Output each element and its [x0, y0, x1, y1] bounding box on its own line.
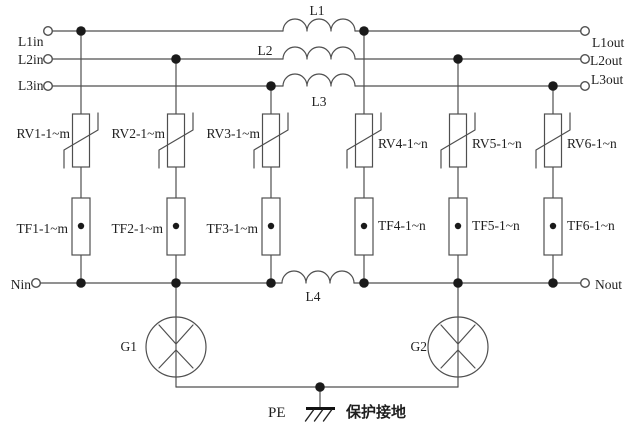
thermal-fuse-tf2-symbol	[166, 197, 186, 256]
thermal-fuse-tf1-label: TF1-1~m	[16, 221, 68, 236]
thermal-fuse-tf2-label: TF2-1~m	[111, 221, 163, 236]
varistor-rv1-symbol	[63, 112, 99, 169]
varistor-rv3-symbol	[253, 112, 289, 169]
thermal-fuse-tf4-symbol	[354, 197, 374, 256]
thermal-fuse-tf3-symbol	[261, 197, 281, 256]
gas-discharge-tube-g1-symbol	[145, 316, 207, 378]
inductor-l4-coil	[281, 270, 355, 284]
terminal-l1out-label: L1out	[592, 35, 624, 50]
thermal-fuse-tf1-symbol	[71, 197, 91, 256]
junction-dot	[266, 81, 276, 91]
junction-dot	[315, 382, 325, 392]
inductor-l1-coil	[282, 18, 356, 32]
junction-dot	[76, 26, 86, 36]
thermal-fuse-tf6-label: TF6-1~n	[567, 218, 615, 233]
pe-label: PE	[268, 405, 286, 421]
terminal-l1out-circle	[580, 26, 591, 37]
thermal-fuse-tf5-label: TF5-1~n	[472, 218, 520, 233]
terminal-l3in-circle	[43, 80, 54, 91]
thermal-fuse-tf5-symbol	[448, 197, 468, 256]
terminal-l1in-label: L1in	[18, 34, 44, 49]
thermal-fuse-tf3-label: TF3-1~m	[206, 221, 258, 236]
terminal-l1in-circle	[43, 26, 54, 37]
earth-label: 保护接地	[345, 403, 406, 421]
terminal-l3out-circle	[580, 80, 591, 91]
junction-dot	[359, 26, 369, 36]
earth-ground-icon	[304, 407, 335, 422]
varistor-rv6-label: RV6-1~n	[567, 136, 617, 151]
varistor-rv5-label: RV5-1~n	[472, 136, 522, 151]
junction-dot	[359, 278, 369, 288]
inductor-l1-label: L1	[310, 3, 325, 18]
terminal-l2out-circle	[580, 54, 591, 65]
thermal-fuse-tf4-label: TF4-1~n	[378, 218, 426, 233]
varistor-rv4-symbol	[346, 112, 382, 169]
varistor-rv1-label: RV1-1~m	[17, 126, 71, 141]
terminal-nin-label: Nin	[11, 277, 32, 292]
terminal-l3in-label: L3in	[18, 78, 44, 93]
junction-dot	[453, 278, 463, 288]
varistor-rv5-symbol	[440, 112, 476, 169]
junction-dot	[171, 54, 181, 64]
terminal-l2out-label: L2out	[590, 53, 622, 68]
thermal-fuse-tf6-symbol	[543, 197, 563, 256]
terminal-nout-circle	[580, 278, 591, 289]
terminal-nout-label: Nout	[595, 277, 622, 292]
inductor-l2-label: L2	[258, 43, 273, 58]
terminal-nin-circle	[31, 278, 42, 289]
gas-discharge-tube-g2-symbol	[427, 316, 489, 378]
varistor-rv3-label: RV3-1~m	[207, 126, 261, 141]
junction-dot	[548, 278, 558, 288]
terminal-l2in-circle	[43, 54, 54, 65]
terminal-l3out-label: L3out	[591, 72, 623, 87]
inductor-l3-label: L3	[312, 94, 327, 109]
junction-dot	[171, 278, 181, 288]
gas-discharge-tube-g2-label: G2	[411, 339, 428, 354]
inductor-l4-label: L4	[306, 289, 321, 304]
varistor-rv4-label: RV4-1~n	[378, 136, 428, 151]
gas-discharge-tube-g1-label: G1	[121, 339, 138, 354]
junction-dot	[266, 278, 276, 288]
inductor-l2-coil	[282, 46, 356, 60]
terminal-l2in-label: L2in	[18, 52, 44, 67]
varistor-rv2-symbol	[158, 112, 194, 169]
junction-dot	[76, 278, 86, 288]
junction-dot	[548, 81, 558, 91]
inductor-l3-coil	[282, 73, 356, 87]
varistor-rv2-label: RV2-1~m	[112, 126, 166, 141]
varistor-rv6-symbol	[535, 112, 571, 169]
junction-dot	[453, 54, 463, 64]
